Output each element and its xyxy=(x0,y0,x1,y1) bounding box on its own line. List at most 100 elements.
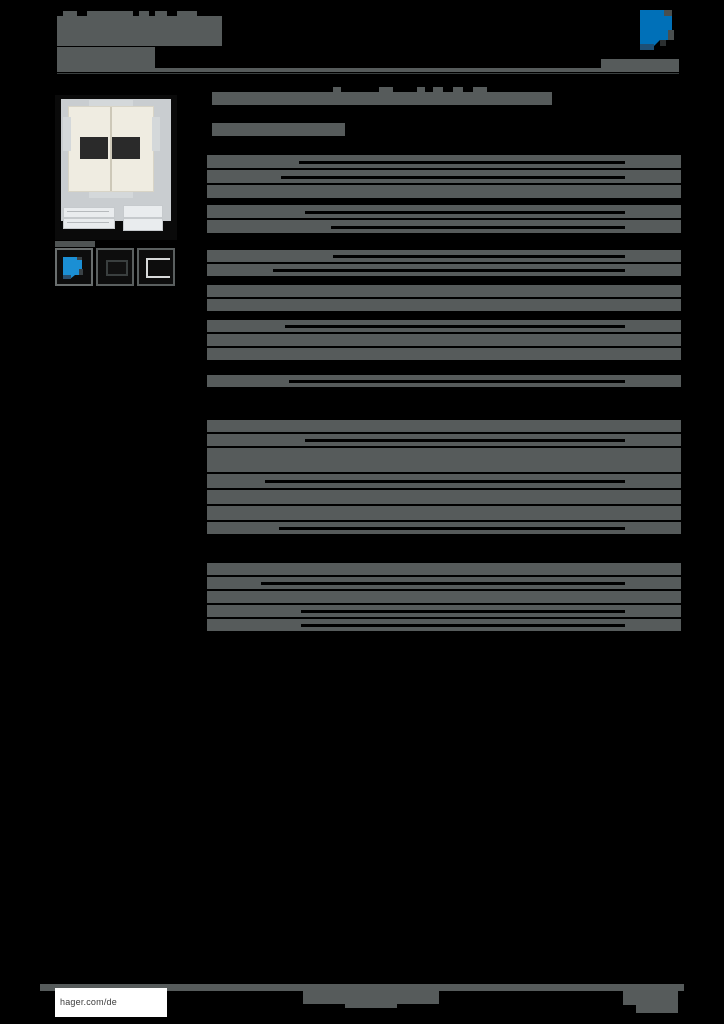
product-claw-right xyxy=(152,117,160,151)
row-label-redacted xyxy=(207,334,281,346)
row-leader-gap xyxy=(331,226,625,229)
row-label-redacted xyxy=(207,155,285,168)
thumbnail-item-2[interactable] xyxy=(96,248,134,286)
main-content xyxy=(207,87,681,136)
table-row xyxy=(207,522,681,534)
table-row xyxy=(207,250,681,262)
table-row xyxy=(207,348,681,360)
spec-section xyxy=(207,420,681,462)
table-row xyxy=(207,490,681,504)
table-row xyxy=(207,591,681,603)
table-row xyxy=(207,460,681,472)
table-row xyxy=(207,205,681,218)
row-label-redacted xyxy=(207,563,265,575)
row-label-redacted xyxy=(207,591,297,603)
table-row xyxy=(207,285,681,297)
row-label-redacted xyxy=(207,185,285,198)
footer-right-redacted xyxy=(623,988,678,1005)
product-image-caption-redacted xyxy=(55,241,95,247)
row-label-redacted xyxy=(207,264,259,276)
table-row xyxy=(207,220,681,233)
row-label-redacted xyxy=(207,490,307,504)
row-leader-gap xyxy=(289,380,625,383)
table-row xyxy=(207,155,681,168)
row-label-redacted xyxy=(207,250,319,262)
row-label-redacted xyxy=(207,205,291,218)
product-image[interactable] xyxy=(55,95,177,240)
page-title-tick-4 xyxy=(433,87,443,92)
thumbnail-item-1[interactable] xyxy=(55,248,93,286)
product-window-right xyxy=(112,137,140,159)
table-row xyxy=(207,420,681,432)
product-claw-bottom xyxy=(89,192,133,198)
row-label-redacted xyxy=(207,577,247,589)
row-label-redacted xyxy=(207,460,247,472)
row-label-redacted xyxy=(207,619,287,631)
table-row xyxy=(207,375,681,387)
header-title-tick-3 xyxy=(139,11,149,17)
product-terminal-1 xyxy=(63,207,115,218)
row-leader-gap xyxy=(301,624,625,627)
spec-section xyxy=(207,250,681,278)
product-terminal-2 xyxy=(63,218,115,229)
row-leader-gap xyxy=(301,610,625,613)
row-label-redacted xyxy=(207,348,281,360)
row-leader-gap xyxy=(261,582,625,585)
row-label-redacted xyxy=(207,474,251,488)
thumbnail-bracket-icon xyxy=(146,258,170,278)
product-claw-left xyxy=(63,117,71,151)
page-subtitle-redacted xyxy=(212,123,345,136)
header-title-tick-1 xyxy=(63,11,77,17)
table-row xyxy=(207,434,681,446)
header-subtitle-redacted xyxy=(57,47,155,68)
header-title-tick-4 xyxy=(155,11,167,17)
page-title-tick-5 xyxy=(453,87,463,92)
header-title-redacted xyxy=(57,16,222,46)
page-title-tick-1 xyxy=(333,87,341,92)
table-row xyxy=(207,264,681,276)
header-rule xyxy=(57,68,679,72)
row-label-redacted xyxy=(207,375,275,387)
footer-rule xyxy=(40,984,684,991)
product-window-left xyxy=(80,137,108,159)
product-terminal-line-1 xyxy=(67,211,109,212)
product-terminal-line-2 xyxy=(67,222,109,223)
spec-section xyxy=(207,285,681,313)
thumbnail-logo-icon xyxy=(63,257,83,279)
thumbnail-outline-icon xyxy=(106,260,128,276)
row-label-redacted xyxy=(207,448,247,460)
product-faceplate-split xyxy=(110,107,112,191)
thumbnail-strip[interactable] xyxy=(55,248,177,290)
table-row xyxy=(207,320,681,332)
row-label-redacted xyxy=(207,170,267,183)
product-terminal-4 xyxy=(123,218,163,231)
header-rule-thin xyxy=(57,73,679,74)
row-leader-gap xyxy=(305,211,625,214)
logo-underline-redacted xyxy=(601,59,679,69)
row-leader-gap xyxy=(285,325,625,328)
table-row xyxy=(207,299,681,311)
row-leader-gap xyxy=(281,176,625,179)
table-row xyxy=(207,605,681,617)
header-title-tick-5 xyxy=(177,11,197,17)
page-title-tick-3 xyxy=(417,87,425,92)
row-leader-gap xyxy=(299,161,625,164)
row-leader-gap xyxy=(265,480,625,483)
spec-section xyxy=(207,205,681,235)
table-row xyxy=(207,577,681,589)
table-row xyxy=(207,185,681,198)
row-label-redacted xyxy=(207,420,271,432)
row-label-redacted xyxy=(207,506,307,520)
spec-section xyxy=(207,563,681,633)
spec-section xyxy=(207,155,681,200)
row-leader-gap xyxy=(305,439,625,442)
page-title-tick-6 xyxy=(473,87,487,92)
footer-url[interactable]: hager.com/de xyxy=(55,988,167,1017)
thumbnail-item-3[interactable] xyxy=(137,248,175,286)
product-terminal-3 xyxy=(123,205,163,218)
spec-section xyxy=(207,375,681,389)
row-label-redacted xyxy=(207,605,287,617)
page-title-tick-2 xyxy=(379,87,393,92)
row-label-redacted xyxy=(207,220,317,233)
